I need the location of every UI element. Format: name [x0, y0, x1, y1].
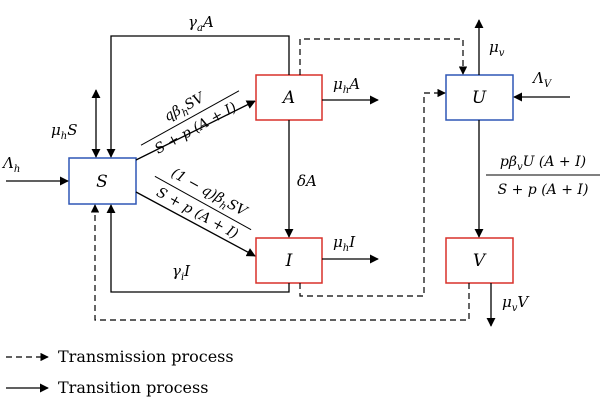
node-s-label: S — [96, 172, 108, 192]
dashed-a-to-u — [299, 38, 468, 75]
fraction-s-to-a-numerator: qβh​SV — [161, 89, 210, 127]
label-mu-v-v: μv​V — [502, 293, 530, 314]
dashed-v-to-s — [90, 204, 470, 321]
fraction-u-to-v-numerator: pβv​U (A + I) — [500, 154, 586, 173]
arrow-gamma-a-a — [106, 35, 290, 158]
node-i: I — [255, 237, 323, 284]
label-mu-h-a: μh​A — [333, 75, 360, 96]
node-u-label: U — [472, 88, 487, 108]
label-mu-v: μv​ — [489, 38, 505, 59]
arrow-s-to-i — [135, 191, 256, 257]
legend-dashed-label: Transmission process — [58, 347, 234, 366]
node-v-label: V — [473, 251, 487, 271]
label-delta-a: δA — [297, 172, 317, 190]
node-s: S — [68, 157, 137, 205]
label-lambda-v: ΛV​ — [531, 69, 553, 90]
label-mu-h-i: μh​I — [333, 233, 356, 254]
node-v: V — [445, 237, 514, 284]
node-u: U — [445, 74, 514, 121]
fraction-bar-s-to-i — [154, 175, 252, 231]
arrow-gamma-i-i — [106, 204, 290, 293]
node-a-label: A — [281, 88, 295, 108]
legend: Transmission process Transition process — [6, 347, 234, 397]
node-a: A — [255, 74, 323, 121]
label-gamma-a-a: γa​A — [188, 13, 214, 34]
label-gamma-i-i: γi​I — [172, 262, 191, 283]
label-mu-h-s: μh​S — [51, 121, 77, 142]
arrow-s-to-a — [135, 100, 256, 161]
fraction-bar-s-to-a — [140, 90, 240, 146]
label-lambda-h: Λh​ — [1, 154, 20, 175]
legend-solid-label: Transition process — [58, 378, 208, 397]
fraction-u-to-v-denominator: S + p (A + I) — [498, 182, 589, 198]
node-i-label: I — [285, 251, 293, 271]
